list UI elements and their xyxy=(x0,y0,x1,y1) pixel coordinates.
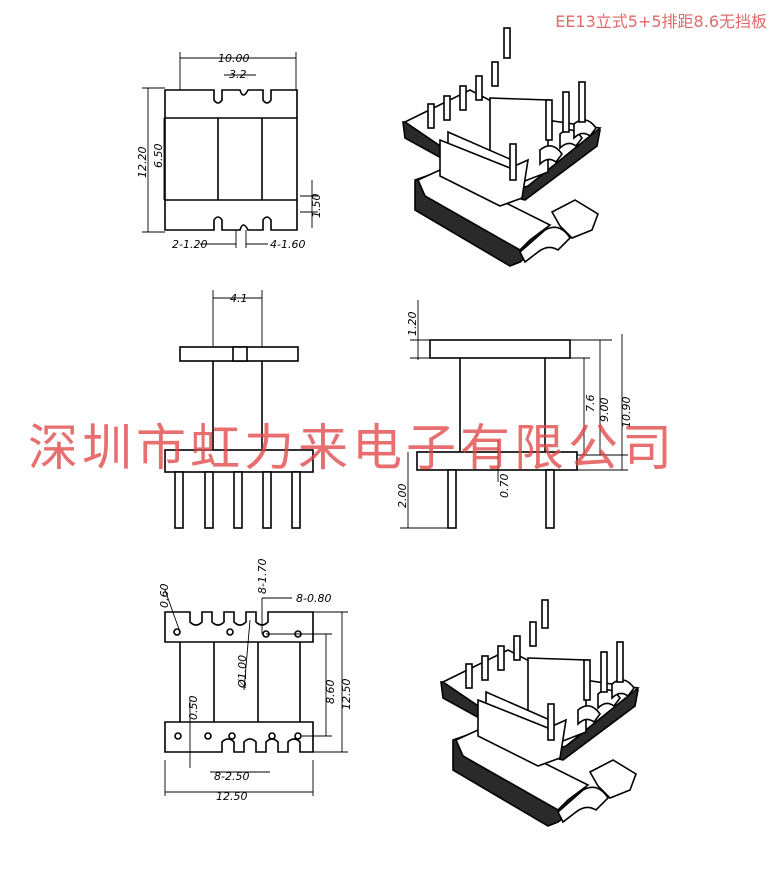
dim-bot-1250v: 12.50 xyxy=(340,679,353,711)
dim-side-76: 7.6 xyxy=(584,395,597,413)
dim-bot-080: 8-0.80 xyxy=(296,592,331,605)
dim-bot-1250h: 12.50 xyxy=(216,790,248,803)
dim-top-slot: 3.2 xyxy=(229,68,247,81)
dim-side-200: 2.00 xyxy=(396,484,409,509)
drawing-title: EE13立式5+5排距8.6无挡板 xyxy=(555,12,767,31)
dim-bot-250: 8-2.50 xyxy=(214,770,249,783)
front-view: 4.1 xyxy=(164,290,314,529)
dim-bot-050: 0.50 xyxy=(187,696,200,721)
dim-bot-100: Ø1.00 xyxy=(236,655,249,689)
dim-bot-860: 8.60 xyxy=(324,680,337,705)
dim-front-core: 4.1 xyxy=(230,292,248,305)
dim-top-inner: 6.50 xyxy=(152,144,165,169)
bottom-view: 0.60 8-1.70 8-0.80 Ø1.00 8.60 12.50 0.50… xyxy=(158,559,353,803)
dim-bot-170: 8-1.70 xyxy=(256,559,269,594)
isometric-view-top xyxy=(402,27,602,267)
company-watermark: 深圳市虹力来电子有限公司 xyxy=(28,419,676,477)
dim-bot-09: 0.60 xyxy=(158,584,171,609)
dim-top-gap: 1.50 xyxy=(310,194,323,219)
isometric-view-bottom xyxy=(440,599,640,827)
dim-side-1090: 10.90 xyxy=(620,397,633,429)
dim-top-pin-a: 2-1.20 xyxy=(172,238,207,251)
dim-side-070: 0.70 xyxy=(498,474,511,499)
dim-top-width: 10.00 xyxy=(218,52,250,65)
dim-side-flange: 1.20 xyxy=(406,312,419,337)
dim-side-900: 9.00 xyxy=(598,398,611,423)
dim-top-height: 12.20 xyxy=(136,147,149,179)
dim-top-pin-b: 4-1.60 xyxy=(270,238,305,251)
top-view: 10.00 3.2 12.20 6.50 1.50 2-1.20 4-1.60 xyxy=(136,52,323,251)
side-view: 1.20 7.6 9.00 10.90 2.00 0.70 xyxy=(396,300,633,529)
